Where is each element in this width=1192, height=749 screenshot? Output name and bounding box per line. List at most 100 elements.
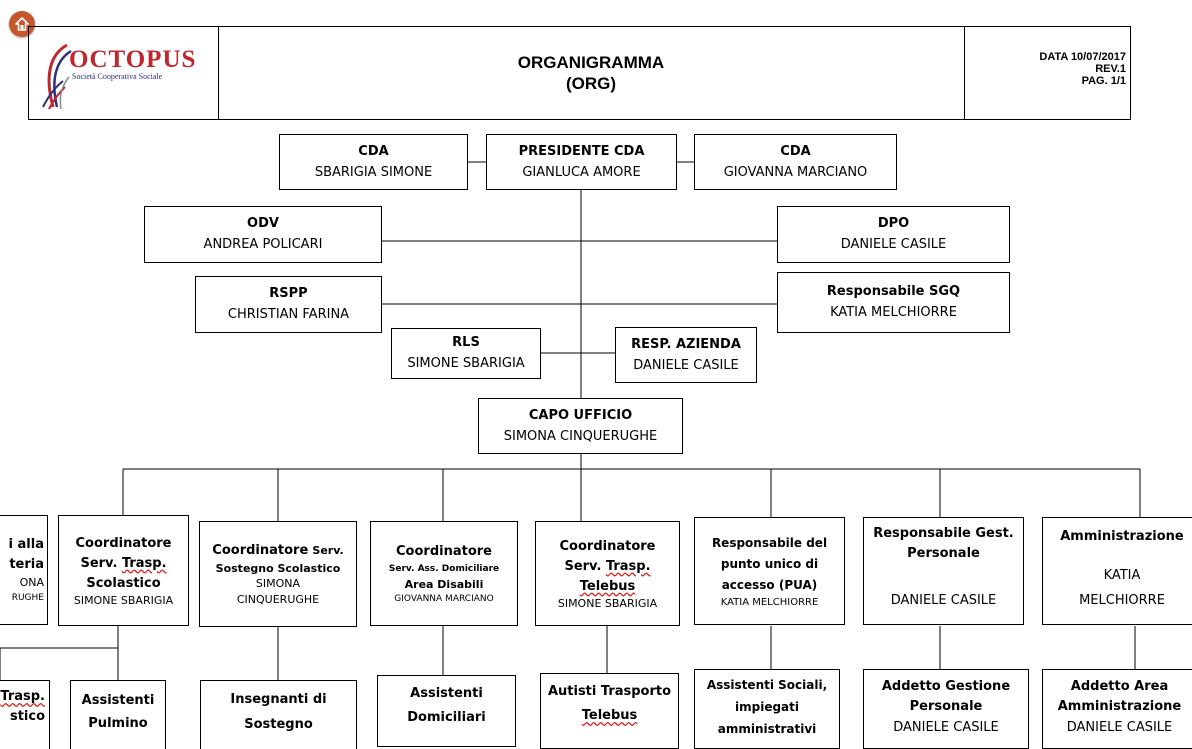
node-capo-ufficio: CAPO UFFICIO SIMONA CINQUERUGHE	[478, 398, 683, 454]
node-cda-right: CDA GIOVANNA MARCIANO	[694, 134, 897, 190]
node-staff-assistenti-domiciliari: Assistenti Domiciliari	[377, 675, 516, 747]
node-person: SBARIGIA SIMONE	[314, 164, 433, 180]
node-title-line: Coordinatore Serv.	[212, 541, 343, 561]
node-title-line: Amministrazione	[1057, 699, 1182, 714]
node-person-line: ONA	[19, 576, 44, 589]
node-person: DANIELE CASILE	[633, 357, 739, 373]
node-title-word: Serv.	[312, 543, 344, 557]
node-dept-amministrazione: Amministrazione KATIA MELCHIORRE	[1042, 517, 1192, 625]
node-person: DANIELE CASILE	[893, 720, 999, 735]
node-staff-assistenti-pulmino: Assistenti Pulmino	[70, 680, 166, 749]
node-dpo: DPO DANIELE CASILE	[777, 206, 1010, 263]
node-person: KATIA MELCHIORRE	[720, 596, 819, 608]
node-staff-0: Trasp. stico	[0, 680, 50, 749]
node-title-line: Personale	[907, 546, 980, 561]
node-person-line: CINQUERUGHE	[236, 592, 320, 606]
document-title: ORGANIGRAMMA (ORG)	[218, 27, 965, 119]
node-title-line: Domiciliari	[407, 710, 486, 725]
node-dept-coord-ass-domiciliare: Coordinatore Serv. Ass. Domiciliare Area…	[370, 521, 518, 626]
logo-name: OCTOPUS	[69, 46, 197, 73]
node-title-line: Amministrazione	[1060, 529, 1184, 544]
node-title-word: Serv.	[80, 555, 118, 571]
node-title-line: punto unico di	[720, 556, 819, 571]
home-button[interactable]	[9, 11, 35, 37]
node-staff-addetto-gestione: Addetto Gestione Personale DANIELE CASIL…	[863, 669, 1029, 749]
node-person-line: RUGHE	[11, 593, 44, 603]
title-line-1: ORGANIGRAMMA	[517, 53, 665, 72]
document-header: OCTOPUS Società Cooperativa Sociale ORGA…	[28, 26, 1131, 120]
node-title: Responsabile SGQ	[826, 284, 961, 299]
node-title-line: Sostegno Scolastico	[215, 561, 341, 575]
document-date: DATA 10/07/2017	[1039, 51, 1126, 63]
node-person: GIOVANNA MARCIANO	[723, 164, 868, 180]
home-icon	[15, 17, 29, 31]
node-title-line: impiegati	[735, 700, 799, 714]
node-sgq: Responsabile SGQ KATIA MELCHIORRE	[777, 272, 1010, 333]
node-title-line: Autisti Trasporto	[547, 684, 672, 699]
node-title: RSPP	[269, 286, 308, 301]
node-title-word: Coordinatore	[212, 542, 309, 558]
node-title-line: Serv. Trasp.	[80, 554, 166, 574]
node-staff-insegnanti-sostegno: Insegnanti di Sostegno	[200, 680, 357, 749]
node-title: PRESIDENTE CDA	[518, 143, 645, 159]
node-title-line: Addetto Area	[1070, 679, 1169, 694]
node-president: PRESIDENTE CDA GIANLUCA AMORE	[486, 134, 677, 190]
node-person-line: MELCHIORRE	[1079, 593, 1165, 608]
node-person: SIMONE SBARIGIA	[73, 593, 174, 607]
node-title-line: Personale	[909, 699, 983, 714]
node-odv: ODV ANDREA POLICARI	[144, 206, 382, 263]
node-staff-assistenti-sociali: Assistenti Sociali, impiegati amministra…	[694, 669, 840, 749]
node-person: DANIELE CASILE	[1066, 720, 1173, 735]
node-title-line: Serv. Ass. Domiciliare	[388, 563, 500, 574]
node-person: GIANLUCA AMORE	[522, 164, 641, 180]
node-title-word: Trasp.	[121, 555, 167, 571]
node-dept-coord-sostegno: Coordinatore Serv. Sostegno Scolastico S…	[199, 521, 357, 627]
node-person: ANDREA POLICARI	[203, 237, 323, 252]
node-title-line: stico	[9, 709, 45, 724]
node-title: CAPO UFFICIO	[528, 407, 633, 423]
node-rls: RLS SIMONE SBARIGIA	[391, 328, 541, 379]
node-title-line: Trasp.	[0, 689, 45, 704]
title-line-2: (ORG)	[565, 74, 617, 93]
node-title-line: Responsabile Gest.	[873, 526, 1014, 541]
node-title-line: Assistenti	[81, 693, 155, 708]
node-title-line: Addetto Gestione	[881, 679, 1011, 694]
node-person: DANIELE CASILE	[890, 593, 997, 608]
node-title-line: Area Disabili	[404, 577, 484, 591]
node-title: RLS	[452, 335, 480, 350]
node-person: SIMONE SBARIGIA	[557, 596, 658, 610]
node-title: RESP. AZIENDA	[631, 336, 741, 352]
node-resp-azienda: RESP. AZIENDA DANIELE CASILE	[615, 327, 757, 383]
node-title-line: Coordinatore	[396, 543, 492, 559]
node-person: SIMONA CINQUERUGHE	[503, 428, 658, 444]
logo-subtitle: Società Cooperativa Sociale	[72, 72, 163, 81]
node-dept-coord-trasp-scolastico: Coordinatore Serv. Trasp. Scolastico SIM…	[58, 515, 189, 626]
node-cda-left: CDA SBARIGIA SIMONE	[279, 134, 468, 190]
node-title-line: Coordinatore	[559, 538, 656, 554]
node-person-line: SIMONA	[255, 576, 301, 590]
node-title-line: Serv. Trasp.	[564, 557, 650, 577]
node-title-line: Assistenti	[410, 686, 483, 701]
node-title-word: Serv.	[564, 558, 602, 574]
node-person-line: KATIA	[1103, 568, 1141, 583]
node-title-line: Sostegno	[244, 717, 313, 732]
node-staff-autisti-telebus: Autisti Trasporto Telebus	[540, 673, 679, 749]
node-staff-addetto-amministrazione: Addetto Area Amministrazione DANIELE CAS…	[1042, 669, 1192, 749]
node-title-line: Pulmino	[88, 716, 148, 731]
document-meta: DATA 10/07/2017 REV.1 PAG. 1/1	[1039, 51, 1126, 87]
node-title: CDA	[780, 143, 811, 159]
document-revision: REV.1	[1095, 63, 1126, 75]
company-logo: OCTOPUS Società Cooperativa Sociale	[29, 27, 219, 119]
document-page: PAG. 1/1	[1081, 75, 1126, 87]
node-person: CHRISTIAN FARINA	[227, 307, 350, 322]
node-dept-0: i alla teria ONA RUGHE	[0, 515, 48, 625]
node-title-word: Trasp.	[605, 558, 651, 574]
node-person: KATIA MELCHIORRE	[830, 305, 957, 320]
node-title-line: i alla	[8, 537, 44, 552]
node-person: GIOVANNA MARCIANO	[394, 593, 494, 604]
node-title-line: Telebus	[581, 708, 638, 723]
node-rspp: RSPP CHRISTIAN FARINA	[195, 276, 382, 333]
node-person: SIMONE SBARIGIA	[407, 356, 525, 371]
